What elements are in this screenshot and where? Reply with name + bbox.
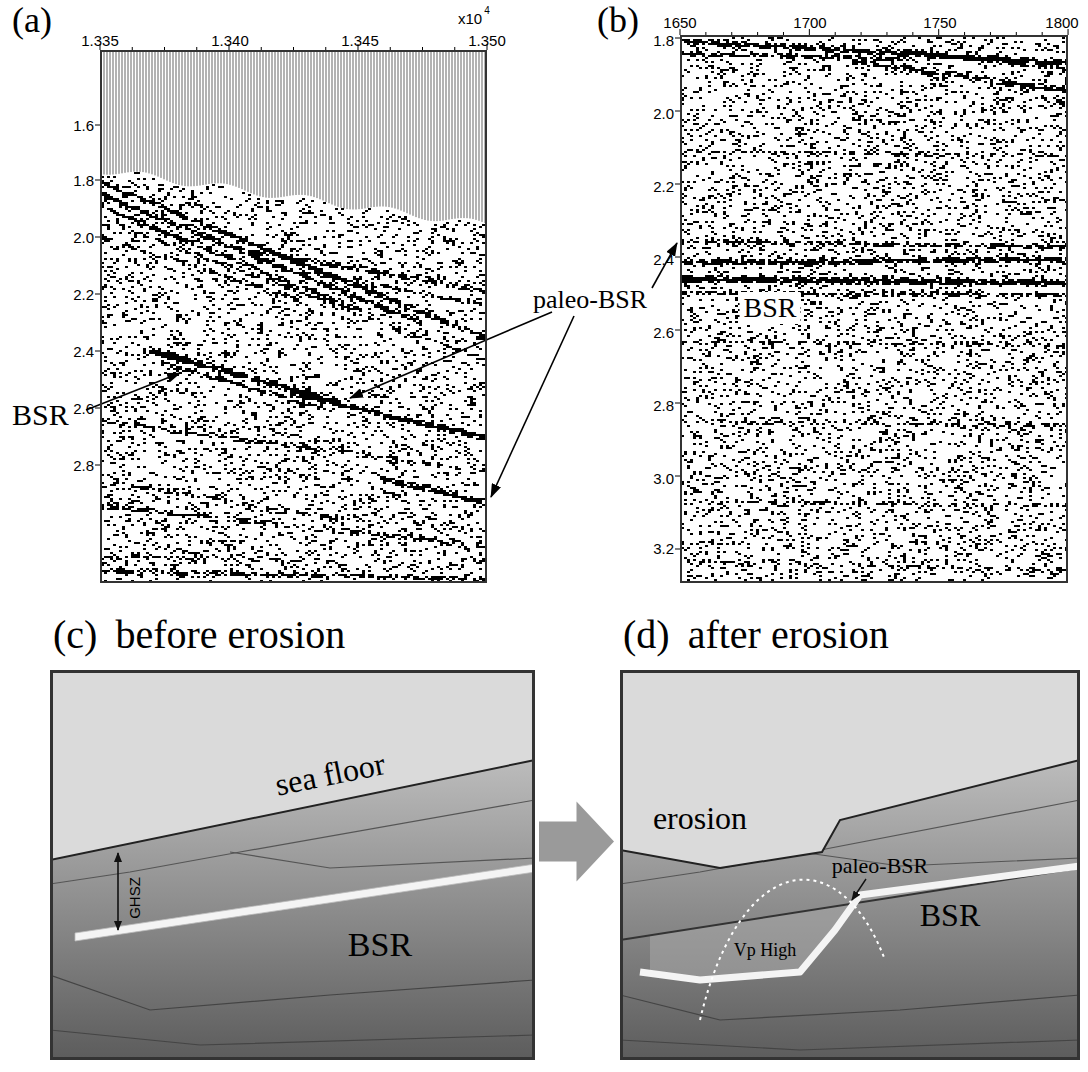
strata-line: [620, 995, 1080, 1020]
leader-arrow: [852, 879, 866, 900]
panel-frame: (a): [100, 50, 487, 583]
ghsz-arrow: [117, 853, 119, 930]
seismic-wiggles: [681, 37, 1068, 581]
annotation-label: paleo-BSR: [832, 855, 929, 877]
tick-label: 2.4: [73, 344, 94, 359]
tick-label: 1650: [663, 15, 696, 30]
sea-floor-line: [620, 760, 1080, 868]
leader-arrow: [491, 316, 574, 497]
strata-line: [620, 1040, 1080, 1050]
panel-frame: (b): [680, 35, 1068, 583]
axis-multiplier: x10: [458, 11, 482, 26]
annotation-label: BSR: [740, 292, 801, 324]
tick-label: 1.345: [341, 33, 379, 48]
tick-label: 1.6: [73, 118, 94, 133]
annotation-label: erosion: [653, 802, 747, 834]
strata-line: [50, 975, 535, 1010]
panel-title: (a): [12, 2, 52, 38]
panel-heading: after erosion: [688, 615, 889, 655]
sediment: [620, 670, 1080, 1060]
water: [620, 670, 1080, 868]
tick-label: 1800: [1045, 15, 1078, 30]
sediment: [50, 670, 535, 1060]
tick-label: 1700: [793, 15, 826, 30]
water: [50, 670, 535, 860]
tick-label: 1.335: [81, 33, 119, 48]
tick-label: 2.0: [73, 230, 94, 245]
panel-heading: (c): [53, 615, 97, 655]
tick-label: 2.4: [653, 252, 674, 267]
trace-lines: [101, 50, 485, 223]
tick-label: 1.8: [653, 33, 674, 48]
bsr-band: [75, 864, 535, 941]
panel-heading: (b): [597, 2, 639, 38]
strata-line: [230, 852, 535, 868]
panel-title: (d) after erosion: [623, 615, 889, 655]
tick-label: 2.6: [73, 401, 94, 416]
leader-arrow: [350, 312, 552, 398]
tick-label: 1.340: [211, 33, 249, 48]
axis-exponent: 4: [484, 6, 490, 16]
leader-arrow: [652, 243, 677, 288]
panel-title: (c) before erosion: [53, 615, 345, 655]
tick-label: 2.8: [653, 398, 674, 413]
annotation-label: BSR: [12, 400, 69, 430]
tick-label: GHSZ: [127, 877, 142, 919]
annotation-label: Vp High: [734, 941, 797, 959]
vp-high-zone: [650, 866, 1080, 980]
panel-heading: (a): [12, 2, 52, 38]
vp-curve: [700, 880, 885, 1020]
seismic-section: [101, 50, 485, 582]
schematic-after: [620, 670, 1080, 1060]
tick-label: 2.6: [653, 325, 674, 340]
tick-label: 2.8: [73, 458, 94, 473]
panel-title: (b): [597, 2, 639, 38]
panel-heading: (d): [623, 615, 670, 655]
tick-label: 2.0: [653, 106, 674, 121]
bsr-band: [640, 866, 1080, 980]
block-arrow: [539, 802, 614, 882]
annotation-label: paleo-BSR: [533, 287, 647, 313]
axis-ticks: [95, 29, 1068, 549]
panel-heading: before erosion: [115, 615, 345, 655]
tick-label: 2.2: [73, 287, 94, 302]
schematic-before: [50, 670, 535, 1060]
tick-label: 3.2: [653, 541, 674, 556]
tick-label: 1.8: [73, 173, 94, 188]
seismic-wiggles: [101, 172, 485, 582]
seismic-section: [681, 37, 1068, 581]
tick-label: 1750: [923, 15, 956, 30]
tick-label: 2.2: [653, 179, 674, 194]
tick-label: 3.0: [653, 471, 674, 486]
annotation-label: BSR: [920, 899, 980, 931]
tick-label: 1.350: [468, 33, 506, 48]
panel-frame: (c)before erosion: [50, 670, 535, 1060]
annotation-label: sea floor: [272, 747, 387, 800]
strata-line: [50, 1030, 535, 1045]
annotation-label: BSR: [348, 928, 412, 962]
